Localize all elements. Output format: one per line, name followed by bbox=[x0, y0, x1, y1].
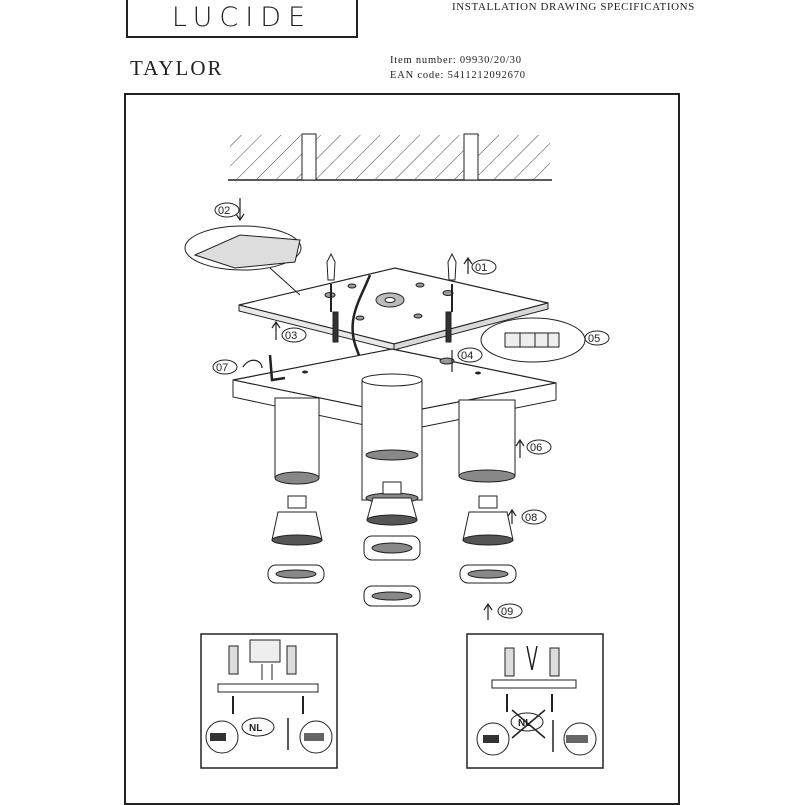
step-label-01: 01 bbox=[475, 262, 487, 274]
step-label-09: 09 bbox=[501, 606, 513, 618]
hex-key bbox=[268, 354, 286, 382]
mounting-plate bbox=[238, 267, 549, 351]
ceiling bbox=[228, 133, 552, 181]
document-title: INSTALLATION DRAWING SPECIFICATIONS bbox=[452, 1, 695, 13]
zoom-bubble-terminal bbox=[480, 317, 586, 363]
product-name: TAYLOR bbox=[130, 56, 224, 80]
step-label-08: 08 bbox=[525, 512, 537, 524]
glass-rings bbox=[267, 535, 517, 607]
gu10-bulbs bbox=[271, 481, 514, 546]
zoom-bubble-bracket bbox=[184, 225, 302, 296]
step-arrows bbox=[235, 198, 525, 620]
step-label-04: 04 bbox=[461, 350, 473, 362]
ean-code: EAN code: 5411212092670 bbox=[390, 70, 526, 81]
step-label-06: 06 bbox=[530, 442, 542, 454]
badge-left: NL bbox=[249, 723, 262, 734]
brand-logo-text: LUCIDE bbox=[171, 2, 313, 33]
fixing-screw bbox=[439, 357, 455, 365]
step-labels: 02 01 03 04 05 06 07 08 09 bbox=[212, 202, 610, 619]
detail-box-right: NL bbox=[466, 633, 604, 769]
step-label-05: 05 bbox=[588, 333, 600, 345]
badge-right: NL bbox=[518, 718, 531, 729]
ceiling-screws bbox=[326, 252, 457, 343]
step-label-03: 03 bbox=[285, 330, 297, 342]
step-label-02: 02 bbox=[218, 205, 230, 217]
step-label-07: 07 bbox=[216, 362, 228, 374]
detail-box-left: NL bbox=[200, 633, 338, 769]
brand-logo: LUCIDE bbox=[126, 0, 358, 38]
item-number: Item number: 09930/20/30 bbox=[390, 55, 522, 66]
spot-cylinders bbox=[274, 373, 516, 504]
